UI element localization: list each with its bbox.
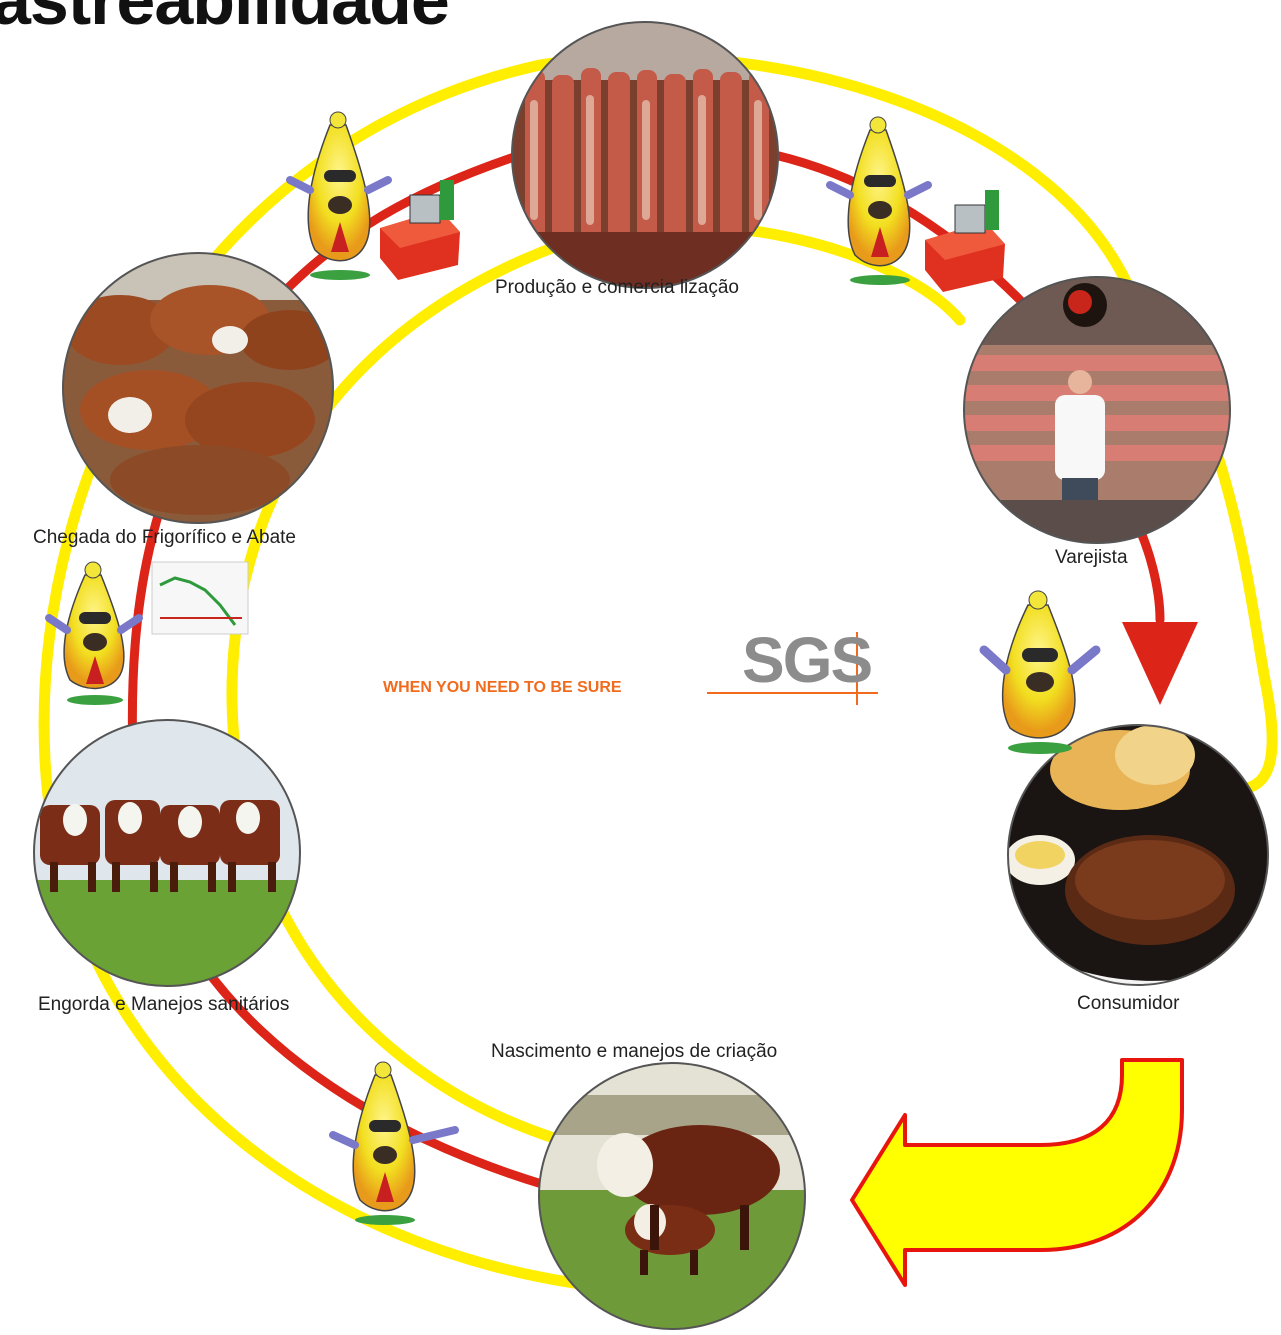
mascot-icon: [329, 1061, 459, 1225]
page-title: astreabilidade: [0, 0, 450, 39]
stage-label-varejista: Varejista: [1055, 547, 1128, 568]
stage-label-consumidor: Consumidor: [1077, 993, 1180, 1014]
return-arrow-icon: [850, 1058, 1184, 1287]
stage-label-producao: Produção e comercia lização: [495, 277, 739, 298]
cow-calf-photo: [539, 1063, 805, 1329]
fax-machine-icon: [925, 190, 1005, 292]
brand-tagline: WHEN YOU NEED TO BE SURE: [383, 679, 622, 696]
herd-pasture-photo: [34, 720, 300, 986]
mascot-icon: [286, 111, 392, 280]
stage-label-chegada: Chegada do Frigorífico e Abate: [33, 527, 297, 548]
down-arrow-icon: [1122, 622, 1198, 705]
butcher-counter-photo: [964, 277, 1230, 543]
cattle-pen-photo: [63, 253, 333, 523]
line-chart-icon: [151, 561, 249, 635]
steak-dish-photo: [1008, 725, 1268, 985]
stage-label-nascimento: Nascimento e manejos de criação: [491, 1041, 778, 1062]
sgs-logo: SGS: [742, 624, 873, 696]
stage-label-engorda: Engorda e Manejos sanitários: [38, 994, 290, 1015]
sgs-logo-lines: [707, 632, 878, 705]
mascot-icon: [979, 590, 1101, 754]
fax-machine-icon: [380, 180, 460, 280]
mascot-icon: [45, 561, 143, 705]
mascot-icon: [826, 116, 932, 285]
